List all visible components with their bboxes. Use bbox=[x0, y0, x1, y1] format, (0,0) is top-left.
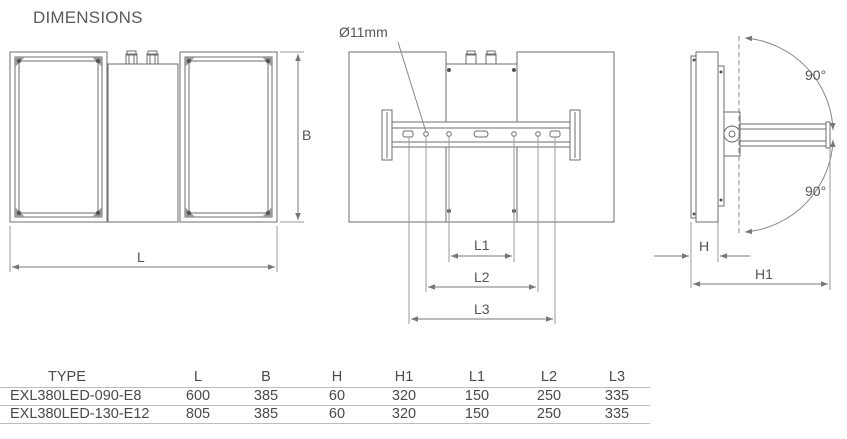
label-l1: L1 bbox=[474, 237, 490, 253]
cell-l1: 150 bbox=[440, 387, 514, 406]
table-row: EXL380LED-090-E8 600 385 60 320 150 250 … bbox=[0, 387, 650, 406]
side-body bbox=[695, 51, 719, 223]
angle-arc-bottom bbox=[744, 139, 836, 235]
header-l: L bbox=[170, 367, 226, 388]
cell-type: EXL380LED-090-E8 bbox=[0, 387, 170, 406]
mounting-bracket bbox=[387, 121, 575, 148]
page-title: DIMENSIONS bbox=[33, 8, 143, 27]
label-l2: L2 bbox=[474, 269, 490, 285]
label-l: L bbox=[137, 249, 145, 265]
label-hole-diameter: Ø11mm bbox=[339, 24, 388, 40]
header-type: TYPE bbox=[0, 367, 170, 388]
cell-l2: 250 bbox=[514, 405, 584, 424]
angle-arc-top bbox=[744, 35, 836, 131]
cell-type: EXL380LED-130-E12 bbox=[0, 405, 170, 424]
table-row: EXL380LED-130-E12 805 385 60 320 150 250… bbox=[0, 405, 650, 424]
label-b: B bbox=[302, 127, 311, 143]
cell-b: 385 bbox=[226, 387, 306, 406]
cell-h1: 320 bbox=[368, 405, 440, 424]
mounting-arm bbox=[739, 123, 831, 147]
cell-l3: 335 bbox=[584, 405, 650, 424]
label-angle-top: 90° bbox=[805, 67, 826, 83]
header-l1: L1 bbox=[440, 367, 514, 388]
cell-h1: 320 bbox=[368, 387, 440, 406]
cell-l: 600 bbox=[170, 387, 226, 406]
label-h: H bbox=[699, 238, 709, 254]
table-header-row: TYPE L B H H1 L1 L2 L3 bbox=[0, 367, 650, 388]
cell-h: 60 bbox=[306, 405, 368, 424]
hole-leader bbox=[397, 41, 427, 133]
header-l2: L2 bbox=[514, 367, 584, 388]
center-housing bbox=[107, 63, 179, 223]
label-h1: H1 bbox=[755, 266, 773, 282]
front-view bbox=[9, 50, 304, 272]
cell-l1: 150 bbox=[440, 405, 514, 424]
cable-gland-left bbox=[125, 53, 138, 65]
spec-table: TYPE L B H H1 L1 L2 L3 EXL380LED-090-E8 … bbox=[0, 367, 650, 424]
left-panel bbox=[9, 51, 108, 223]
cable-gland-right bbox=[146, 53, 159, 65]
cell-l3: 335 bbox=[584, 387, 650, 406]
right-panel bbox=[179, 51, 278, 223]
header-h: H bbox=[306, 367, 368, 388]
pivot-block bbox=[723, 111, 741, 157]
label-l3: L3 bbox=[474, 301, 490, 317]
cell-l: 805 bbox=[170, 405, 226, 424]
cell-h: 60 bbox=[306, 387, 368, 406]
cell-l2: 250 bbox=[514, 387, 584, 406]
rear-view bbox=[348, 41, 615, 324]
label-angle-bottom: 90° bbox=[805, 183, 826, 199]
header-h1: H1 bbox=[368, 367, 440, 388]
dimension-drawing: B L bbox=[9, 24, 836, 324]
header-b: B bbox=[226, 367, 306, 388]
header-l3: L3 bbox=[584, 367, 650, 388]
side-view bbox=[654, 35, 836, 290]
cell-b: 385 bbox=[226, 405, 306, 424]
